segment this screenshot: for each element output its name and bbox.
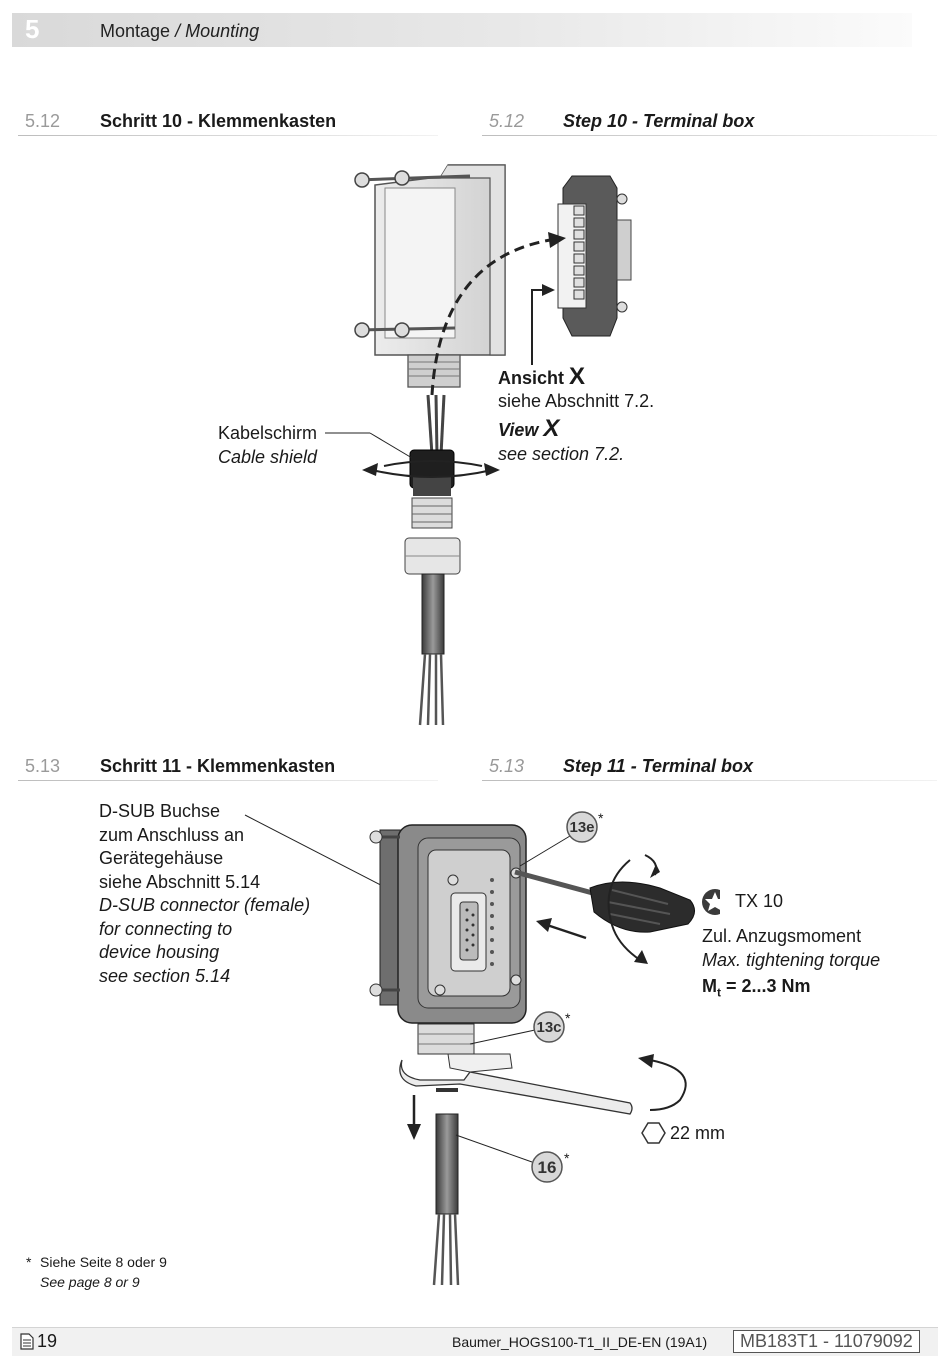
footnote-mark: * [26,1254,32,1270]
section-number-de: 5.12 [25,111,61,131]
section-title-en: Step 10 - Terminal box [563,111,755,131]
document-code: MB183T1 - 11079092 [733,1330,920,1353]
badge-label-13e: 13e [569,819,594,836]
page-icon [20,1333,34,1350]
section-number-de: 5.13 [25,756,61,776]
part-badge-16: 16 [531,1151,563,1183]
badge-asterisk: * [598,810,604,826]
torque-label-en: Max. tightening torque [702,950,881,970]
view-x-reference-de: siehe Abschnitt 7.2. [498,391,655,411]
page-number: 19 [37,1331,58,1351]
section-number-en: 5.12 [489,111,525,131]
cable-shield-label-de: Kabelschirm [218,423,318,443]
section-title-en: Step 11 - Terminal box [563,756,754,776]
dsub-label: D-SUB Buchse zum Anschluss an Gerätegehä… [99,801,311,986]
torque-label-de: Zul. Anzugsmoment [702,926,862,946]
section-title-de: Schritt 10 - Klemmenkasten [100,111,337,131]
torque-value: Mt = 2...3 Nm [702,976,811,1000]
part-badge-13e: 13e [566,811,598,843]
view-x-label: Ansicht X [498,363,586,390]
section-rule [18,780,438,781]
terminal-box-mounting-figure [244,814,720,1286]
wrench-size-label: 22 mm [670,1123,726,1143]
badge-asterisk: * [564,1150,570,1166]
document-name: Baumer_HOGS100-T1_II_DE-EN (19A1) [452,1334,708,1350]
badge-asterisk: * [565,1010,571,1026]
badge-label-13c: 13c [536,1019,561,1036]
view-x-reference-en: see section 7.2. [498,444,625,464]
section-number-en: 5.13 [489,756,525,776]
section-rule [18,135,438,136]
footnote-en: See page 8 or 9 [40,1274,140,1290]
section-rule [482,135,937,136]
badge-label-16: 16 [538,1158,557,1177]
section-rule [482,780,937,781]
section-title-de: Schritt 11 - Klemmenkasten [100,756,336,776]
header-bar [12,13,912,47]
torx-size-label: TX 10 [735,891,784,911]
cable-shield-label-en: Cable shield [218,447,318,467]
view-x-label-en: View X [498,415,560,442]
part-badge-13c: 13c [533,1011,565,1043]
chapter-number: 5 [25,14,40,44]
footnote-de: Siehe Seite 8 oder 9 [40,1254,167,1270]
terminal-box-figure [325,164,632,726]
chapter-title: Montage / Mounting [100,21,260,41]
